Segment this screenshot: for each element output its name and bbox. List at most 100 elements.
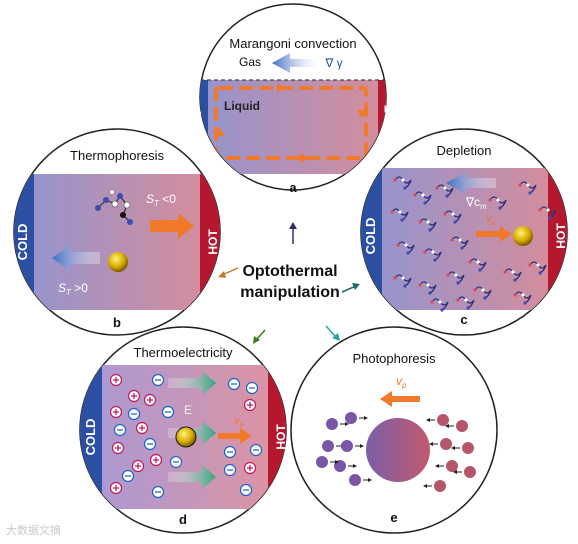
panel-e-photophoresis: Photophoresis vp e [290,326,498,534]
polymer-coil-icon [456,296,475,310]
gold-particle-icon [175,426,197,448]
negative-ion-icon [239,483,253,497]
center-label-line1: Optothermal [242,263,337,280]
gas-molecule-hot-icon [429,438,452,450]
panel-a-gradient-label: ∇ γ [324,56,342,70]
center-label-line2: manipulation [240,284,340,301]
polymer-coil-icon [435,184,454,198]
polymer-coil-icon [393,176,412,190]
panel-d-velocity-arrow [218,428,252,444]
polymer-coil-icon [396,241,415,255]
negative-ion-icon [223,445,237,459]
panel-b-st-negative: ST <0 [146,192,176,208]
panel-b-region [14,174,220,310]
panel-e-vp-label: vp [396,374,407,390]
gas-molecule-hot-icon [451,442,474,454]
panel-a-flow-arrow-bottom [300,153,308,163]
panel-e-velocity-arrow [380,391,420,407]
panel-e-letter: e [390,510,397,525]
polymer-coil-icon [450,236,469,250]
gas-molecule-cold-icon [341,440,364,452]
panel-c-vp-label: vp [486,213,496,227]
gold-particle-icon [513,226,533,246]
polymer-coil-icon [518,181,537,195]
polymer-coil-icon [443,210,462,224]
panel-d-title: Thermoelectricity [134,345,233,360]
connector-arrow-c-head [352,283,360,290]
panel-b-cold-direction-arrow [52,245,100,271]
connector-arrow-a-head [289,222,297,229]
panel-a-marangoni: Marangoni convection Gas ∇ γ Liquid COLD… [189,3,396,195]
panel-b-thermophoresis: Thermophoresis ST <0 ST >0 COLD HOT b [13,128,221,336]
connector-arrow-e [325,325,337,338]
panel-a-convection-loop [214,86,368,160]
negative-ion-icon [113,423,127,437]
panel-d-field-arrow-bottom [168,465,216,489]
panel-a-hot-label: HOT [382,105,396,131]
polymer-coil-icon [473,286,492,300]
positive-ion-icon [243,461,257,475]
gas-molecule-hot-icon [423,480,446,492]
positive-ion-icon [111,441,125,455]
polymer-coils [390,176,557,312]
panel-a-title: Marangoni convection [229,36,356,51]
polymer-coil-icon [393,274,412,288]
watermark: 大数据文摘 [6,524,61,537]
panel-c-velocity-arrow [476,226,512,242]
panel-d-thermoelectricity: Thermoelectricity E vp COLD HOT d [79,326,288,534]
panel-c-concentration-arrow [446,172,496,194]
center-label: Optothermal manipulation [240,263,340,301]
ion-charges [109,373,263,499]
panel-a-gas-label: Gas [239,55,261,69]
gas-molecule-hot-icon [453,466,476,478]
negative-ion-icon [249,443,263,457]
panel-b-st-positive: ST >0 [58,281,88,297]
gas-molecules [316,412,476,492]
panel-d-cold-label: COLD [83,419,98,456]
connector-arrow-c [341,285,357,293]
polymer-coil-icon [488,196,507,210]
polymer-coil-icon [538,206,557,220]
panel-d-vp-label: vp [234,415,244,429]
negative-ion-icon [151,373,165,387]
positive-ion-icon [243,398,257,412]
panel-b-hot-label: HOT [206,229,220,255]
panel-c-depletion: Depletion ∇cm vp COLD HOT c [360,128,568,336]
polymer-coil-icon [528,261,547,275]
panel-d-letter: d [179,512,187,527]
connector-arrow-b-head [218,271,226,278]
positive-ion-icon [143,393,157,407]
polymer-coil-icon [423,248,442,262]
panel-a-flow-arrow-left [215,128,225,136]
polymer-coil-icon [418,218,437,232]
polymer-coil-icon [513,291,532,305]
gas-molecule-cold-icon [326,418,349,430]
positive-ion-icon [149,453,163,467]
gas-molecule-hot-icon [435,460,458,472]
negative-ion-icon [121,469,135,483]
connector-arrow-e-head [332,333,340,341]
panel-c-letter: c [460,312,467,327]
molecule-icon [95,189,133,225]
polymer-coil-icon [413,191,432,205]
panel-a-cold-label: COLD [189,109,204,146]
polymer-coil-icon [446,271,465,285]
polymer-coil-icon [430,298,449,312]
panel-a-surface-tension-arrow [272,53,318,73]
connector-arrows [218,222,360,344]
positive-ion-icon [131,459,145,473]
negative-ion-icon [227,377,241,391]
panel-d-e-label: E [184,403,192,417]
positive-ion-icon [109,481,123,495]
panel-a-flow-arrow-right [357,110,367,118]
negative-ion-icon [169,455,183,469]
panel-a-letter: a [289,180,297,195]
panel-d-hot-label: HOT [274,424,288,450]
positive-ion-icon [109,405,123,419]
gas-molecule-cold-icon [349,474,372,486]
panel-b-cold-label: COLD [15,224,30,261]
panel-a-flow-arrow-top [277,83,285,93]
negative-ion-icon [127,407,141,421]
polymer-coil-icon [468,258,487,272]
